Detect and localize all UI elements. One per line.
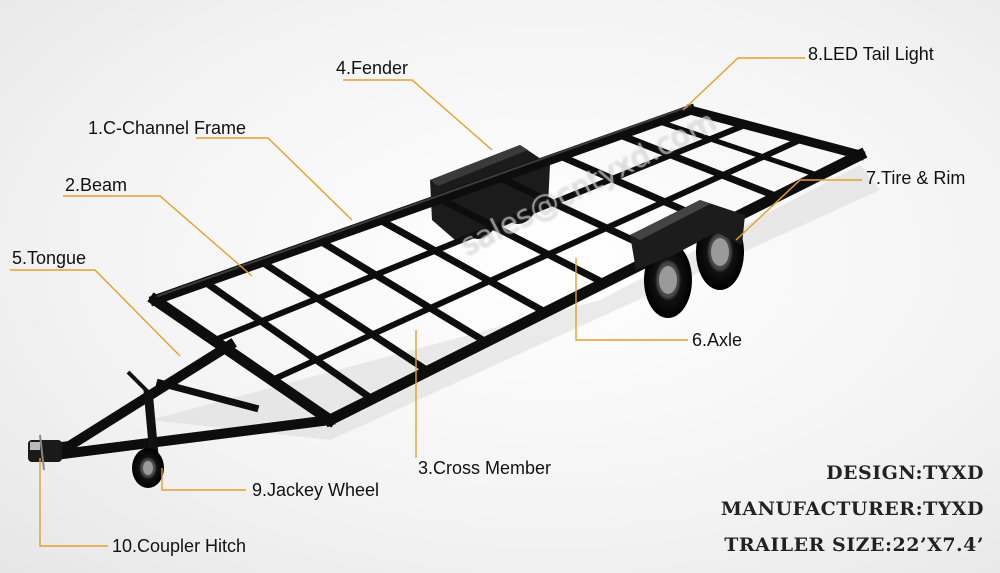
leader-tongue	[10, 269, 181, 357]
label-tire-rim: 7.Tire & Rim	[866, 168, 966, 188]
label-coupler-hitch: 10.Coupler Hitch	[112, 536, 247, 556]
leader-jackey-wheel	[161, 468, 246, 491]
label-jackey-wheel: 9.Jackey Wheel	[252, 480, 380, 500]
label-led-tail-light: 8.LED Tail Light	[808, 44, 934, 64]
leader-coupler-hitch	[39, 458, 108, 547]
leader-tire-rim	[735, 179, 862, 241]
spec-design: DESIGN:TYXD	[826, 462, 984, 484]
spec-manufacturer: MANUFACTURER:TYXD	[720, 498, 984, 520]
leader-fender	[343, 79, 493, 151]
label-c-channel-frame: 1.C-Channel Frame	[88, 118, 247, 138]
c-channel-frame	[147, 103, 868, 428]
fender-near	[630, 200, 745, 318]
ground-shadow	[150, 165, 880, 440]
label-beam: 2.Beam	[65, 175, 128, 195]
label-fender: 4.Fender	[336, 58, 409, 78]
leader-led-tail-light	[682, 57, 805, 111]
label-axle: 6.Axle	[692, 330, 743, 350]
leader-lines	[10, 57, 862, 547]
label-cross-member: 3.Cross Member	[418, 458, 552, 478]
label-tongue: 5.Tongue	[12, 248, 87, 268]
coupler-hitch-graphic	[28, 434, 62, 471]
leader-axle	[575, 258, 688, 341]
jockey-wheel-graphic	[126, 370, 164, 488]
leader-c-channel-frame	[196, 137, 353, 221]
leader-beam	[63, 195, 253, 277]
spec-trailer-size: TRAILER SIZE:22’X7.4’	[724, 534, 984, 556]
